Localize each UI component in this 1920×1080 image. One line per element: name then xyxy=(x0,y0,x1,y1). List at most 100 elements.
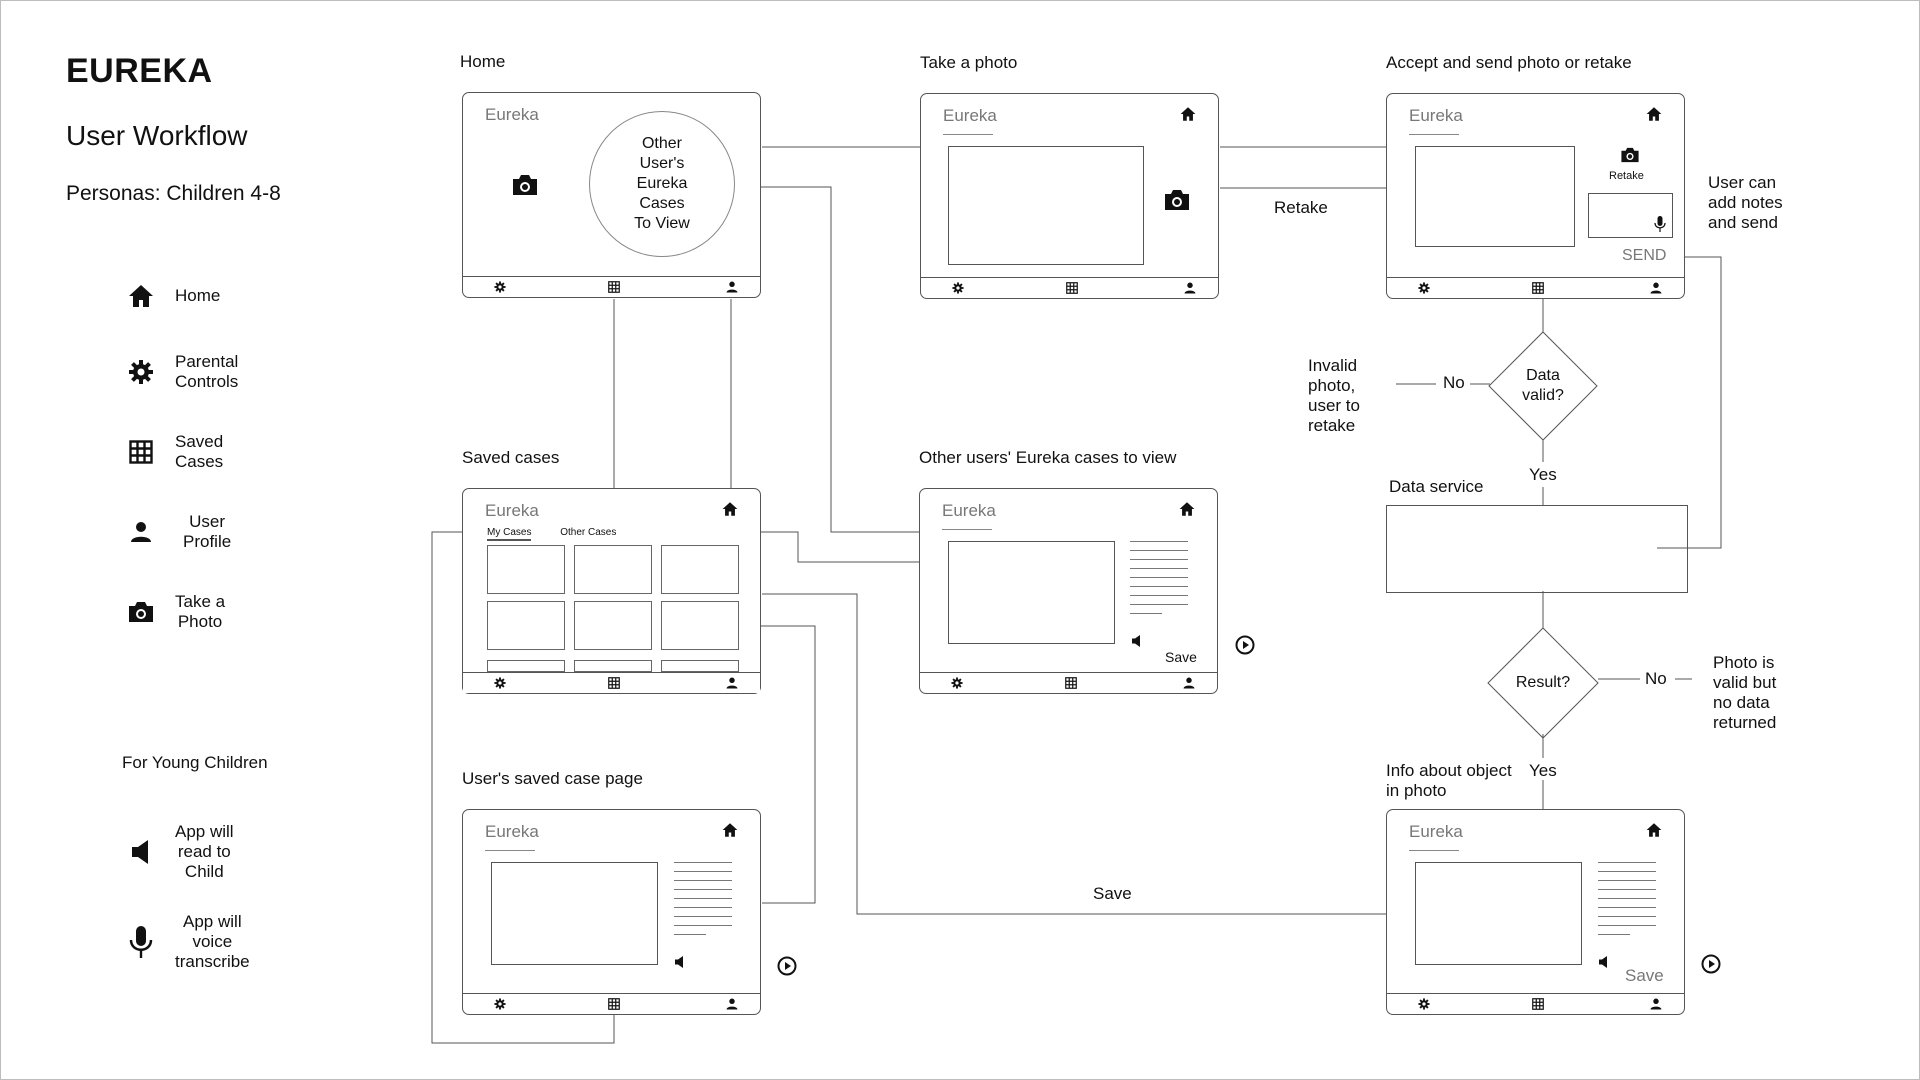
gear-icon[interactable] xyxy=(494,281,506,293)
bottom-nav xyxy=(921,277,1218,298)
person-icon[interactable] xyxy=(1650,282,1662,294)
saved-case-page-screen-title: User's saved case page xyxy=(462,769,643,788)
notes-input[interactable] xyxy=(1588,193,1673,238)
bottom-nav xyxy=(920,672,1217,693)
microphone-icon[interactable] xyxy=(1654,215,1666,233)
young-children-heading: For Young Children xyxy=(122,753,268,772)
grid-icon[interactable] xyxy=(1065,677,1077,689)
valid-yes-label: Yes xyxy=(1529,465,1557,484)
saved-cases-screen-title: Saved cases xyxy=(462,448,560,467)
case-thumbnail[interactable] xyxy=(574,660,652,672)
person-icon[interactable] xyxy=(726,281,738,293)
app-name: Eureka xyxy=(1409,822,1463,841)
case-thumbnail[interactable] xyxy=(487,545,565,594)
case-thumbnail[interactable] xyxy=(661,660,739,672)
legend-label: Parental Controls xyxy=(175,352,239,391)
home-icon[interactable] xyxy=(1646,822,1662,838)
page-subtitle: User Workflow xyxy=(66,120,248,151)
no-result-note: Photo is valid but no data returned xyxy=(1713,653,1777,732)
camera-viewfinder xyxy=(948,146,1144,265)
case-description-lines xyxy=(674,862,732,943)
gear-icon[interactable] xyxy=(951,677,963,689)
legend-label: Take a Photo xyxy=(175,592,226,631)
speaker-icon xyxy=(121,832,161,872)
connector-send-to-service xyxy=(1657,256,1722,549)
grid-icon[interactable] xyxy=(1532,998,1544,1010)
case-thumbnail[interactable] xyxy=(661,545,739,594)
app-name: Eureka xyxy=(485,501,539,520)
bottom-nav xyxy=(463,993,760,1014)
accept-screen-mockup: Eureka Retake SEND xyxy=(1386,93,1685,299)
bottom-nav xyxy=(463,276,760,297)
gear-icon[interactable] xyxy=(494,998,506,1010)
person-icon[interactable] xyxy=(726,677,738,689)
case-thumbnail[interactable] xyxy=(661,601,739,650)
info-screen-title: Info about object in photo xyxy=(1386,761,1512,800)
app-name-underline xyxy=(942,529,992,530)
legend-label: Saved Cases xyxy=(175,432,224,471)
app-name: Eureka xyxy=(1409,106,1463,125)
speaker-icon[interactable] xyxy=(1598,955,1609,969)
legend-parental: Parental Controls xyxy=(121,352,238,392)
play-icon[interactable] xyxy=(777,956,797,976)
camera-icon xyxy=(121,592,161,632)
home-icon[interactable] xyxy=(1179,501,1195,517)
play-icon[interactable] xyxy=(1701,954,1721,974)
grid-icon[interactable] xyxy=(1532,282,1544,294)
person-icon[interactable] xyxy=(1184,282,1196,294)
grid-icon[interactable] xyxy=(608,677,620,689)
person-icon[interactable] xyxy=(726,998,738,1010)
tab-my-cases[interactable]: My Cases xyxy=(487,527,532,541)
grid-icon[interactable] xyxy=(1066,282,1078,294)
home-icon[interactable] xyxy=(1646,106,1662,122)
retake-button[interactable]: Retake xyxy=(1609,170,1644,182)
captured-photo xyxy=(1415,146,1575,247)
home-icon[interactable] xyxy=(722,501,738,517)
play-icon[interactable] xyxy=(1235,635,1255,655)
case-thumbnail[interactable] xyxy=(487,601,565,650)
gear-icon[interactable] xyxy=(952,282,964,294)
gear-icon xyxy=(121,352,161,392)
speaker-icon[interactable] xyxy=(674,955,685,969)
persona-label: Personas: Children 4-8 xyxy=(66,182,281,205)
grid-icon xyxy=(121,432,161,472)
app-name-underline xyxy=(943,134,993,135)
camera-icon[interactable] xyxy=(511,173,539,202)
gear-icon[interactable] xyxy=(1418,998,1430,1010)
add-notes-note: User can add notes and send xyxy=(1708,173,1783,232)
result-no-label: No xyxy=(1645,669,1667,688)
save-button[interactable]: Save xyxy=(1625,966,1664,985)
home-icon[interactable] xyxy=(722,822,738,838)
case-thumbnail[interactable] xyxy=(487,660,565,672)
connector-mycases-loop xyxy=(431,531,615,1044)
connector-circle-to-other xyxy=(700,186,920,533)
save-button[interactable]: Save xyxy=(1165,649,1197,665)
home-icon[interactable] xyxy=(1180,106,1196,122)
legend-label: User Profile xyxy=(183,512,232,551)
person-icon[interactable] xyxy=(1650,998,1662,1010)
send-button[interactable]: SEND xyxy=(1622,247,1667,264)
saved-case-page-mockup: Eureka xyxy=(462,809,761,1015)
legend-photo: Take a Photo xyxy=(121,592,225,632)
app-name: Eureka xyxy=(485,822,539,841)
gear-icon[interactable] xyxy=(494,677,506,689)
legend-saved: Saved Cases xyxy=(121,432,223,472)
camera-icon[interactable] xyxy=(1620,146,1640,169)
app-name-underline xyxy=(1409,850,1459,851)
case-thumbnail[interactable] xyxy=(574,545,652,594)
other-cases-circle-button[interactable]: Other User's Eureka Cases To View xyxy=(589,111,735,257)
person-icon[interactable] xyxy=(1183,677,1195,689)
bottom-nav xyxy=(1387,277,1684,298)
camera-icon[interactable] xyxy=(1163,188,1191,217)
tab-other-cases[interactable]: Other Cases xyxy=(560,527,617,538)
gear-icon[interactable] xyxy=(1418,282,1430,294)
speaker-icon[interactable] xyxy=(1131,634,1142,648)
grid-icon[interactable] xyxy=(608,998,620,1010)
case-thumbnail[interactable] xyxy=(574,601,652,650)
take-photo-screen-title: Take a photo xyxy=(920,53,1018,72)
valid-diamond xyxy=(1488,331,1598,441)
microphone-icon xyxy=(121,922,161,962)
grid-icon[interactable] xyxy=(608,281,620,293)
data-valid-decision: Data valid? xyxy=(1488,331,1598,441)
other-users-screen-title: Other users' Eureka cases to view xyxy=(919,448,1177,467)
